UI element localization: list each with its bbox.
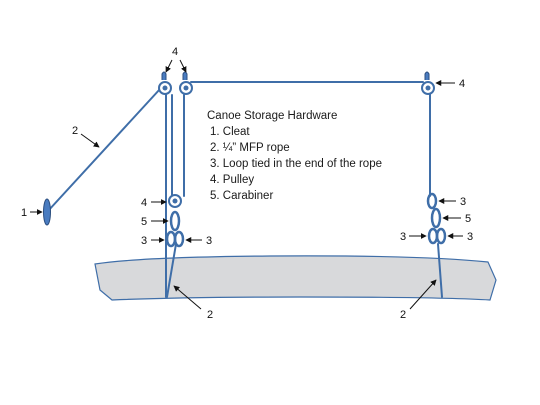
callout-label-loop-right-top: 3 (460, 196, 466, 208)
callout-label-pulley-top-right: 4 (459, 78, 465, 90)
rope-system (47, 81, 443, 298)
legend: Canoe Storage Hardware 1. Cleat 2. ¼” MF… (207, 110, 382, 202)
canoe-hull (94, 255, 497, 301)
callout-label-carabiner-right: 5 (465, 213, 471, 225)
carabiner-left (169, 210, 181, 232)
callout-arrow-rope-left-bottom (173, 285, 202, 310)
callout-label-loop-right-a: 3 (400, 231, 406, 243)
pulley-top-left-b (179, 71, 193, 95)
callout-arrow-rope-right-bottom (409, 279, 437, 310)
callout-label-rope-left-bottom: 2 (207, 309, 213, 321)
callout-label-rope-right-bottom: 2 (400, 309, 406, 321)
loop-right-b (435, 227, 447, 245)
callout-label-rope-diagonal: 2 (72, 125, 78, 137)
callout-arrow-pulley-top-left-b (179, 59, 187, 73)
callouts: 1 2 4 4 4 5 3 3 2 3 5 3 3 (21, 46, 473, 321)
legend-item-rope: 2. ¼” MFP rope (210, 142, 290, 154)
legend-title: Canoe Storage Hardware (207, 110, 337, 122)
loop-right-top (426, 192, 438, 210)
rope-right-lower-vertical (437, 243, 443, 298)
callout-label-pulley-lower-left: 4 (141, 197, 147, 209)
legend-item-loop: 3. Loop tied in the end of the rope (210, 158, 382, 170)
callout-label-carabiner-left: 5 (141, 216, 147, 228)
callout-label-cleat: 1 (21, 207, 27, 219)
pulley-top-right (421, 71, 435, 95)
callout-arrow-pulley-top-left-a (165, 59, 173, 73)
callout-arrow-rope-diagonal (80, 133, 100, 148)
callout-label-loop-left-a: 3 (141, 235, 147, 247)
cleat (43, 198, 51, 226)
pulley-top-left-a (158, 71, 172, 95)
callout-label-loop-right-b: 3 (467, 231, 473, 243)
legend-item-cleat: 1. Cleat (210, 126, 250, 138)
loop-left-b (173, 230, 185, 248)
callout-label-pulley-top-left: 4 (172, 46, 178, 58)
callout-label-loop-left-b: 3 (206, 235, 212, 247)
legend-item-carabiner: 5. Carabiner (210, 190, 273, 202)
legend-item-pulley: 4. Pulley (210, 174, 254, 186)
pulley-lower-left (168, 194, 182, 208)
rope-left-lower-vertical (166, 243, 177, 298)
rope-diagonal-to-cleat (47, 88, 161, 212)
carabiner-right (430, 207, 442, 229)
